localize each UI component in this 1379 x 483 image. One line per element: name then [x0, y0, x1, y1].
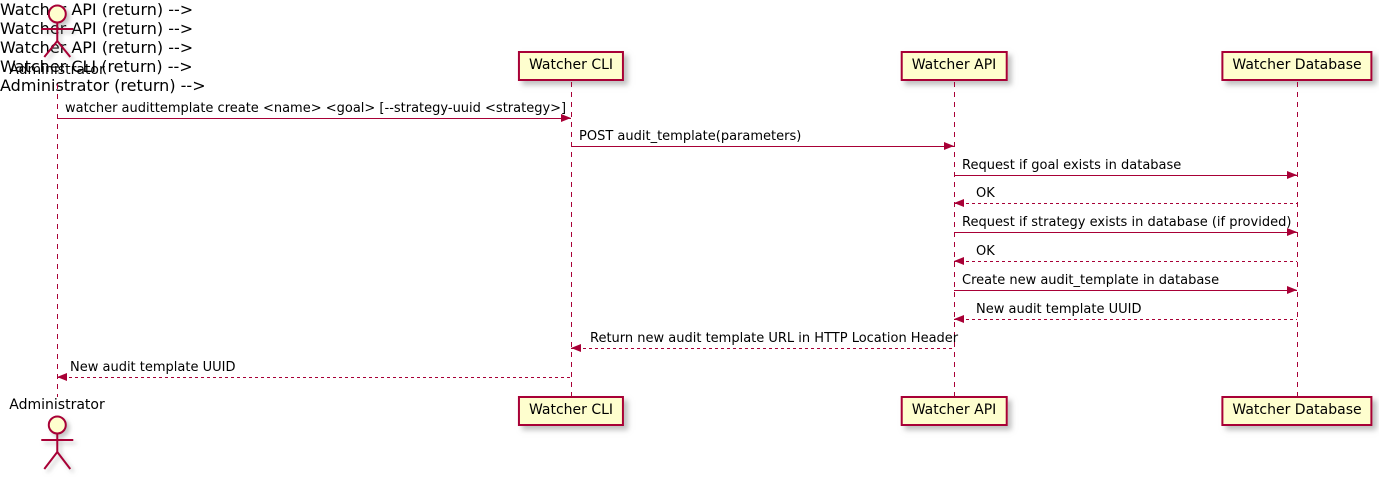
message-line — [954, 203, 1297, 204]
message-label: New audit template UUID — [976, 302, 1142, 317]
participant-watcher-database-bottom: Watcher Database — [1221, 396, 1373, 426]
participant-watcher-cli-bottom: Watcher CLI — [517, 396, 625, 426]
message-line — [571, 348, 954, 349]
arrowhead-right-icon — [1287, 228, 1297, 236]
arrowhead-left-icon — [954, 257, 964, 265]
participant-watcher-api-top: Watcher API — [900, 51, 1008, 81]
lifeline-watcher-cli — [571, 82, 572, 396]
message-line — [57, 118, 571, 119]
message-line — [571, 146, 954, 147]
arrowhead-left-icon — [954, 315, 964, 323]
actor-administrator-top: Administrator — [9, 4, 105, 78]
participant-watcher-api-bottom: Watcher API — [900, 396, 1008, 426]
actor-icon — [41, 415, 73, 470]
lifeline-administrator — [57, 84, 58, 397]
message-label: OK — [976, 244, 995, 259]
message-line — [954, 232, 1297, 233]
actor-icon — [41, 4, 73, 58]
arrowhead-left-icon — [57, 373, 67, 381]
arrowhead-left-icon — [954, 199, 964, 207]
participant-watcher-database-top: Watcher Database — [1221, 51, 1373, 81]
message-label: watcher audittemplate create <name> <goa… — [65, 101, 567, 116]
message-label: Request if strategy exists in database (… — [962, 215, 1292, 230]
message-label: OK — [976, 186, 995, 201]
arrowhead-right-icon — [1287, 286, 1297, 294]
actor-label: Administrator — [9, 397, 105, 413]
arrowhead-left-icon — [571, 344, 581, 352]
actor-label: Administrator — [9, 62, 105, 78]
message-line — [57, 377, 571, 378]
message-line — [954, 290, 1297, 291]
message-label: New audit template UUID — [70, 360, 236, 375]
message-label: POST audit_template(parameters) — [579, 129, 802, 144]
arrowhead-right-icon — [1287, 171, 1297, 179]
actor-administrator-bottom: Administrator — [9, 397, 105, 475]
message-line — [954, 175, 1297, 176]
message-label: Return new audit template URL in HTTP Lo… — [590, 331, 959, 346]
lifeline-watcher-database — [1297, 82, 1298, 396]
arrowhead-right-icon — [561, 114, 571, 122]
message-label: Request if goal exists in database — [962, 158, 1182, 173]
message-line — [954, 261, 1297, 262]
message-line — [954, 319, 1297, 320]
participant-watcher-cli-top: Watcher CLI — [517, 51, 625, 81]
arrowhead-right-icon — [944, 142, 954, 150]
lifeline-watcher-api — [954, 82, 955, 396]
message-label: Create new audit_template in database — [962, 273, 1220, 288]
